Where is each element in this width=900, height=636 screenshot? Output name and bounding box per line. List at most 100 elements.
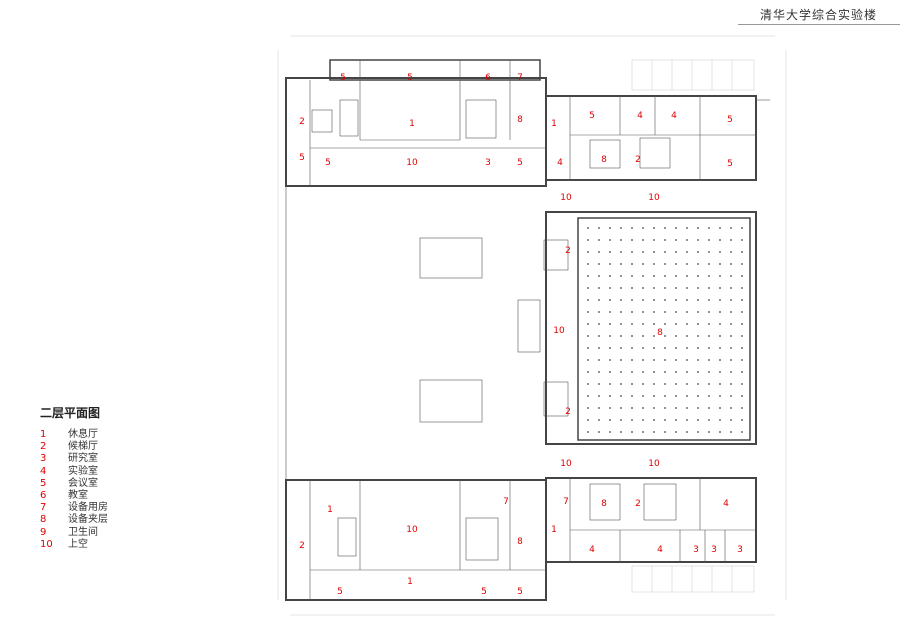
column-dot [587,431,589,433]
column-dot [642,323,644,325]
column-dot [686,263,688,265]
room-label: 8 [601,499,607,509]
room-label: 4 [671,111,677,121]
room-label: 8 [517,537,523,547]
column-dot [587,323,589,325]
legend-number: 7 [40,502,47,514]
column-dot [697,383,699,385]
column-dot [686,407,688,409]
column-dot [664,335,666,337]
legend-number: 5 [40,477,47,489]
room-label: 10 [406,158,418,168]
column-dot [719,323,721,325]
legend-number: 10 [40,538,53,550]
room-label: 4 [557,158,563,168]
column-dot [708,359,710,361]
column-dot [587,407,589,409]
column-dot [664,311,666,313]
column-dot [675,251,677,253]
column-dot [587,263,589,265]
column-dot [642,419,644,421]
room-label: 1 [409,119,415,129]
column-dot [664,239,666,241]
legend-item: 2 候梯厅 [40,441,108,453]
column-dot [675,431,677,433]
column-dot [620,323,622,325]
legend-number: 2 [40,441,47,453]
title-underline [738,24,900,25]
column-dot [719,335,721,337]
column-dot [730,323,732,325]
room-label: 5 [340,73,346,83]
column-dot [730,347,732,349]
column-dot [598,371,600,373]
column-dot [675,287,677,289]
column-dot [664,395,666,397]
column-dot [686,299,688,301]
column-dot [587,251,589,253]
column-dot [708,239,710,241]
column-dot [653,335,655,337]
column-dot [642,347,644,349]
column-dot [741,395,743,397]
room-label: 3 [485,158,491,168]
column-dot [697,239,699,241]
column-dot [686,311,688,313]
column-dot [631,323,633,325]
room-label: 5 [481,587,487,597]
column-dot [708,263,710,265]
legend-number: 8 [40,514,47,526]
column-dot [686,431,688,433]
column-dot [631,431,633,433]
column-dot [653,311,655,313]
column-dot [675,239,677,241]
legend-label: 实验室 [68,465,98,477]
column-dot [697,275,699,277]
legend-number: 3 [40,453,47,465]
room-label: 1 [407,577,413,587]
room-label: 1 [327,505,333,515]
column-dot [719,239,721,241]
column-dot [620,239,622,241]
column-dot [708,395,710,397]
column-dot [719,359,721,361]
column-dot [741,239,743,241]
column-dot [642,299,644,301]
column-dot [642,227,644,229]
column-dot [598,299,600,301]
column-dot [741,335,743,337]
column-dot [719,347,721,349]
column-dot [741,299,743,301]
column-dot [642,275,644,277]
legend-label: 候梯厅 [68,441,98,453]
column-dot [620,383,622,385]
column-dot [708,335,710,337]
column-dot [664,419,666,421]
room-label: 2 [565,407,571,417]
column-dot [686,275,688,277]
column-dot [741,419,743,421]
column-dot [587,311,589,313]
column-dot [719,419,721,421]
column-dot [598,335,600,337]
room-label: 2 [635,155,641,165]
column-dot [609,419,611,421]
column-dot [609,227,611,229]
column-dot [719,383,721,385]
column-dot [719,227,721,229]
column-dot [631,395,633,397]
column-dot [642,407,644,409]
column-dot [609,347,611,349]
column-dot [664,263,666,265]
column-dot [675,359,677,361]
column-dot [708,323,710,325]
column-dot [587,419,589,421]
legend-label: 研究室 [68,453,98,465]
column-dot [708,383,710,385]
room-label: 2 [299,117,305,127]
column-dot [730,275,732,277]
